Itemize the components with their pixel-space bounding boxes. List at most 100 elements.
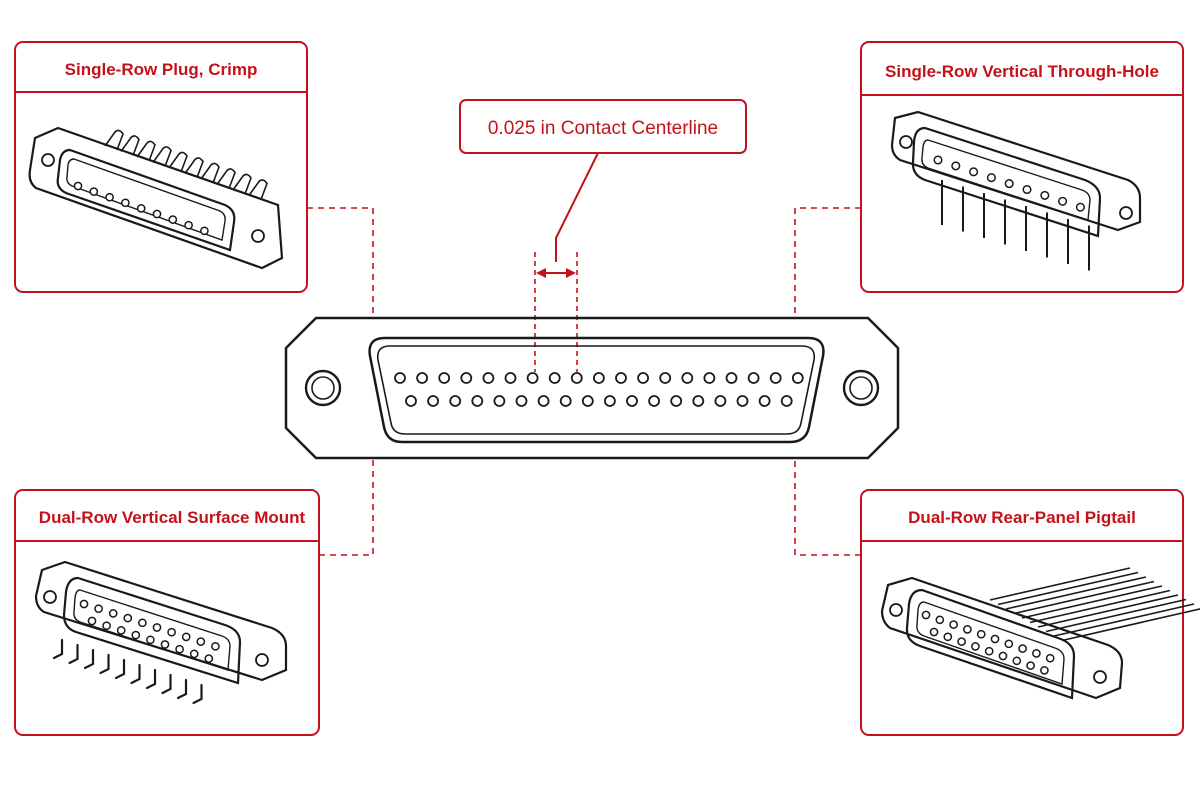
crimp-wire [200, 162, 220, 184]
contact-hole [984, 646, 994, 656]
contact-hole [1022, 184, 1032, 195]
contact-hole [204, 654, 214, 663]
leader-bottom-right [794, 458, 861, 556]
contact-hole [102, 621, 111, 631]
contact-hole [933, 155, 943, 165]
panel-dual-row-rear-panel-pigtail: Dual-Row Rear-Panel Pigtail [860, 489, 1200, 736]
contact-hole [121, 198, 130, 208]
surface-mount-lead [176, 678, 188, 700]
contact-hole [131, 630, 141, 640]
surface-mount-lead [114, 658, 126, 680]
through-hole-pins [941, 180, 1090, 271]
leader-top-right [794, 207, 861, 318]
crimp-wire [248, 179, 268, 200]
contact-hole [1004, 179, 1014, 189]
contact-hole [146, 635, 155, 645]
contact-hole [949, 620, 958, 629]
center-left-mount-hole [304, 369, 342, 407]
contact-hole [515, 395, 528, 407]
contact-hole [211, 641, 220, 651]
center-flange [284, 316, 900, 460]
contact-hole [604, 395, 616, 407]
contact-hole [935, 615, 945, 625]
contact-hole [703, 372, 716, 384]
contact-hole [986, 173, 996, 183]
callout-text: 0.025 in Contact Centerline [488, 118, 718, 139]
panel-title: Dual-Row Vertical Surface Mount [39, 508, 306, 527]
contact-hole [780, 395, 793, 407]
contact-hole [758, 395, 771, 407]
contact-hole [427, 395, 440, 407]
contact-hole [105, 192, 114, 202]
contact-hole [175, 644, 184, 654]
contact-hole [736, 395, 749, 407]
contact-hole [581, 395, 594, 407]
through-hole-illustration [890, 110, 1142, 271]
surface-mount-illustration [34, 560, 288, 705]
contact-hole [438, 372, 451, 384]
pigtail-wire [1013, 580, 1155, 615]
surface-mount-lead [145, 668, 157, 690]
contact-hole [1040, 666, 1049, 675]
pigtail-wire [1053, 603, 1195, 637]
contact-hole [969, 167, 979, 177]
center-shell [368, 336, 825, 444]
crimp-wire [168, 151, 188, 173]
contact-hole [548, 372, 561, 384]
pigtail-contacts [921, 610, 1055, 675]
contact-hole [136, 204, 146, 213]
dimension-lines [534, 252, 578, 372]
panel-single-row-plug-crimp: Single-Row Plug, Crimp [14, 41, 308, 293]
contact-hole [168, 215, 178, 224]
contact-hole [998, 651, 1008, 661]
contact-hole [1058, 196, 1068, 206]
leader-top-left [307, 207, 374, 318]
contact-hole [593, 372, 605, 384]
pigtail-wire [989, 567, 1131, 601]
center-shell-inner [376, 345, 816, 435]
contact-hole [504, 372, 517, 384]
callout-box [459, 99, 747, 154]
contact-hole [537, 395, 550, 407]
crimp-wires [104, 129, 268, 200]
contact-hole [94, 604, 103, 614]
contact-hole [963, 625, 972, 634]
surface-mount-lead [161, 673, 172, 695]
contact-hole [615, 372, 627, 384]
contact-hole [951, 161, 961, 171]
contact-hole [79, 599, 89, 609]
contact-hole [971, 642, 980, 651]
contact-hole [152, 209, 162, 219]
pigtail-wire [1021, 585, 1163, 619]
single-row-plug-illustration [28, 126, 284, 270]
contact-hole [957, 637, 966, 646]
surface-mount-lead [83, 648, 95, 670]
center-contacts [394, 372, 804, 407]
contact-hole [570, 372, 583, 384]
pigtail-wire [1005, 576, 1147, 610]
contact-hole [943, 632, 953, 642]
contact-hole [184, 220, 193, 230]
callout-pointer [555, 152, 599, 262]
panel-title: Single-Row Vertical Through-Hole [885, 62, 1159, 81]
contact-hole [769, 372, 782, 384]
contact-hole [725, 372, 738, 384]
leader-lines [307, 207, 861, 556]
contact-hole [626, 395, 638, 407]
crimp-wire [232, 173, 252, 195]
crimp-wire [184, 157, 204, 178]
panel-dual-row-vertical-surface-mount: Dual-Row Vertical Surface Mount [14, 489, 320, 736]
pigtail-illustration [880, 567, 1200, 700]
contact-hole [976, 629, 986, 639]
centerline-callout: 0.025 in Contact Centerline [459, 99, 747, 372]
panel-single-row-vertical-through-hole: Single-Row Vertical Through-Hole [860, 41, 1184, 293]
contact-hole [116, 626, 126, 635]
contact-hole [1012, 656, 1022, 666]
contact-hole [449, 395, 462, 407]
pigtail-wire [1061, 608, 1200, 642]
contact-hole [659, 372, 672, 384]
surface-mount-lead [192, 683, 203, 705]
panel-title: Single-Row Plug, Crimp [65, 60, 258, 79]
center-right-mount-hole [842, 369, 880, 407]
